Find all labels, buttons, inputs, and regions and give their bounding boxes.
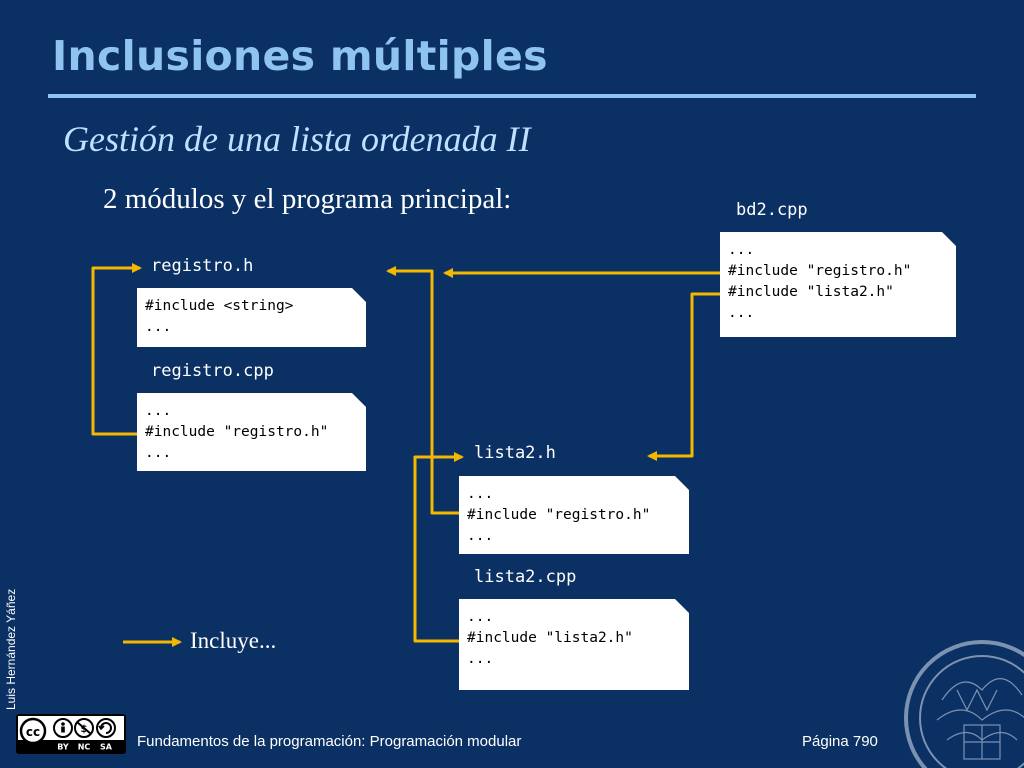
code-line: #include "registro.h": [467, 507, 651, 523]
code-line: ...: [467, 528, 494, 544]
cc-nc-label: NC: [78, 743, 91, 752]
code-line: ...: [145, 319, 172, 335]
title-divider: [48, 94, 976, 98]
arrow-bd2-to-lista2-h: [647, 292, 720, 461]
registro-h-filename: registro.h: [151, 256, 254, 276]
footer-page-number: Página 790: [802, 733, 878, 750]
registro-cpp-filename: registro.cpp: [151, 361, 274, 381]
arrow-lista2-cpp-to-lista2-h: [413, 452, 464, 643]
code-line: #include "registro.h": [728, 263, 912, 279]
lista2-h-filename: lista2.h: [474, 443, 556, 463]
bd2-cpp-filename: bd2.cpp: [736, 200, 808, 220]
arrow-lista2-h-to-registro-h: [386, 266, 459, 515]
cc-license-badge: cc $ BY NC SA: [16, 714, 126, 754]
code-line: ...: [467, 486, 494, 502]
bd2-cpp-code: ... #include "registro.h" #include "list…: [720, 232, 956, 337]
code-line: ...: [728, 242, 755, 258]
code-line: #include "lista2.h": [728, 284, 894, 300]
code-line: ...: [467, 651, 494, 667]
code-line: #include "lista2.h": [467, 630, 633, 646]
registro-h-code: #include <string> ...: [137, 288, 366, 347]
slide-title: Inclusiones múltiples: [52, 32, 548, 80]
cc-by-label: BY: [57, 743, 69, 752]
cc-by-nc-sa-icon: cc $ BY NC SA: [18, 716, 124, 752]
legend-label: Incluye...: [190, 628, 277, 653]
code-line: ...: [728, 305, 755, 321]
svg-text:$: $: [81, 724, 88, 735]
lista2-cpp-code: ... #include "lista2.h" ...: [459, 599, 689, 690]
code-line: #include "registro.h": [145, 424, 329, 440]
lista2-h-code: ... #include "registro.h" ...: [459, 476, 689, 554]
lista2-cpp-filename: lista2.cpp: [474, 567, 577, 587]
code-line: ...: [145, 403, 172, 419]
code-line: ...: [145, 445, 172, 461]
cc-sa-label: SA: [100, 743, 113, 752]
code-line: #include <string>: [145, 298, 294, 314]
author-name: Luis Hernández Yáñez: [4, 588, 18, 710]
slide-subtitle: Gestión de una lista ordenada II: [63, 119, 531, 159]
code-line: ...: [467, 609, 494, 625]
registro-cpp-code: ... #include "registro.h" ...: [137, 393, 366, 471]
university-seal-icon: [904, 640, 1024, 768]
arrow-registro-cpp-to-registro-h: [91, 263, 142, 436]
footer-course: Fundamentos de la programación: Programa…: [137, 733, 522, 750]
bullet-text: 2 módulos y el programa principal:: [103, 183, 512, 215]
svg-text:cc: cc: [26, 725, 40, 739]
